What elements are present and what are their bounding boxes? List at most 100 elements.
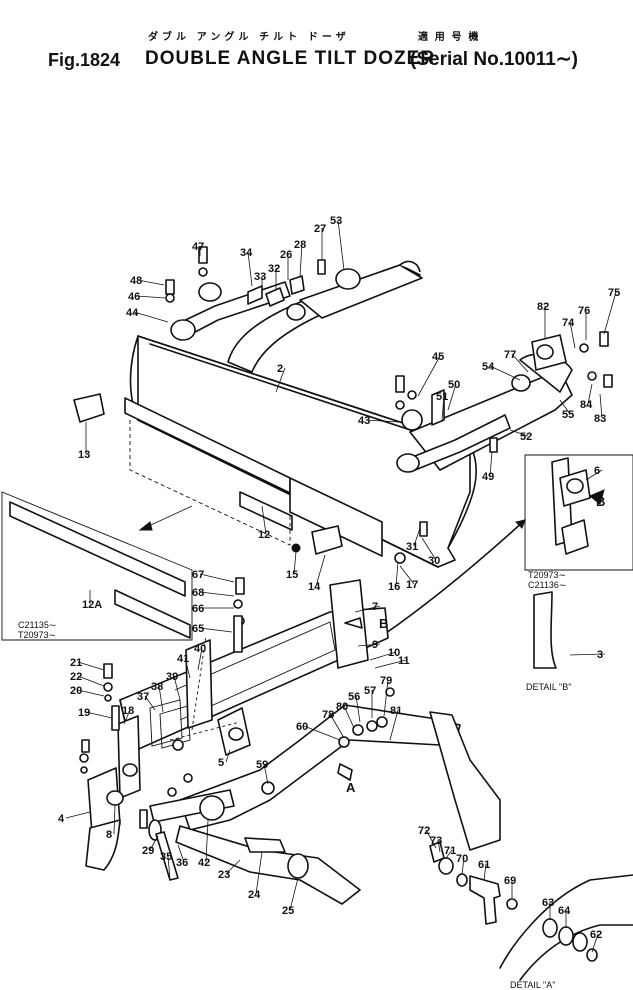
callout-16: 16: [388, 581, 400, 593]
leader-line-54: [489, 365, 521, 381]
bolt-set-lower: [79, 577, 395, 881]
callout-8: 8: [106, 829, 112, 841]
callout-81: 81: [390, 705, 402, 717]
leader-line-18: [123, 709, 131, 725]
leader-line-79: [383, 679, 389, 717]
leader-line-80: [343, 705, 355, 729]
inset-serial-1: C21135∼: [18, 620, 56, 630]
view-a-marker: A: [346, 780, 356, 795]
leader-line-71: [445, 849, 453, 859]
callout-65: 65: [192, 623, 204, 635]
callout-52: 52: [520, 431, 532, 443]
leader-line-45: [417, 355, 441, 397]
detail-a-label: DETAIL "A": [510, 980, 555, 990]
callout-14: 14: [308, 581, 321, 593]
callout-72: 72: [418, 825, 430, 837]
leader-line-53: [337, 219, 345, 271]
leader-line-74: [569, 321, 576, 349]
callout-12a: 12A: [82, 599, 102, 611]
leader-line-2: [275, 367, 286, 393]
callout-9: 9: [372, 639, 378, 651]
leader-line-51: [441, 395, 445, 421]
leader-line-40: [197, 647, 203, 671]
leader-line-10: [369, 651, 397, 661]
leader-line-55: [559, 399, 571, 415]
plate-13: [73, 393, 105, 423]
callout-67: 67: [192, 569, 204, 581]
end-bracket-left: [85, 715, 141, 871]
callout-82: 82: [537, 301, 549, 313]
leader-line-23: [225, 859, 241, 875]
callout-57: 57: [364, 685, 376, 697]
callout-22: 22: [70, 671, 82, 683]
leader-line-29: [149, 835, 159, 851]
leader-line-62: [591, 933, 599, 953]
callout-73: 73: [430, 835, 442, 847]
callout-78: 78: [322, 709, 334, 721]
callout-75: 75: [608, 287, 620, 299]
trunnion-bracket-right: [511, 334, 567, 392]
callout-23: 23: [218, 869, 230, 881]
callout-49: 49: [482, 471, 494, 483]
callout-80: 80: [336, 701, 348, 713]
leader-line-81: [389, 709, 399, 741]
leader-line-41: [184, 657, 191, 679]
leader-line-70: [461, 857, 465, 875]
callout-53: 53: [330, 215, 342, 227]
callout-12: 12: [258, 529, 270, 541]
callout-35: 35: [160, 851, 172, 863]
leader-line-39: [173, 675, 181, 701]
end-bit-right: [239, 491, 293, 531]
leader-line-77: [511, 353, 529, 373]
leader-line-59: [263, 763, 269, 785]
cylinder-42: [149, 789, 235, 823]
leader-line-17: [399, 565, 415, 585]
callout-10: 10: [388, 647, 400, 659]
callout-45: 45: [432, 351, 444, 363]
callout-20: 20: [70, 685, 82, 697]
callout-4: 4: [58, 813, 65, 825]
callout-42: 42: [198, 857, 210, 869]
callout-47: 47: [192, 241, 204, 253]
callout-18: 18: [122, 705, 134, 717]
title-kana: ダブル アングル チルト ドーザ: [148, 32, 350, 43]
leader-line-21: [77, 661, 105, 671]
callout-26: 26: [280, 249, 292, 261]
leader-line-84: [587, 383, 593, 405]
callout-17: 17: [406, 579, 418, 591]
callout-70: 70: [456, 853, 468, 865]
detail-b-label: DETAIL "B": [526, 682, 571, 692]
detail-b-serial-2: C21136∼: [528, 580, 566, 590]
callout-33: 33: [254, 271, 266, 283]
callout-3: 3: [597, 649, 603, 661]
leader-line-60: [303, 725, 341, 741]
leader-line-67: [199, 573, 235, 583]
callout-31: 31: [406, 541, 418, 553]
top-brackets: [247, 268, 361, 321]
callout-21: 21: [70, 657, 82, 669]
leader-line-78: [329, 713, 345, 739]
leader-line-61: [483, 863, 487, 881]
callout-5: 5: [218, 757, 224, 769]
callout-30: 30: [428, 555, 440, 567]
detail-a: [429, 841, 633, 981]
shim-set: [149, 639, 213, 749]
leader-line-8: [113, 804, 116, 835]
callout-34: 34: [240, 247, 253, 259]
leader-line-25: [289, 877, 299, 911]
callout-37: 37: [137, 691, 149, 703]
callout-59: 59: [256, 759, 268, 771]
callout-40: 40: [194, 643, 206, 655]
callout-64: 64: [558, 905, 571, 917]
leader-line-68: [199, 591, 235, 597]
callout-44: 44: [126, 307, 139, 319]
inset-serial-2: T20973∼: [18, 630, 56, 640]
drawing-header: ダブル アングル チルト ドーザ 適 用 号 機 Fig.1824 DOUBLE…: [0, 18, 633, 78]
leader-line-9: [357, 643, 381, 647]
leader-line-65: [199, 627, 233, 633]
callout-19: 19: [78, 707, 90, 719]
leader-line-4: [65, 811, 91, 819]
frame-lower-arm: [179, 704, 501, 851]
serial-kana: 適 用 号 機: [418, 32, 481, 43]
